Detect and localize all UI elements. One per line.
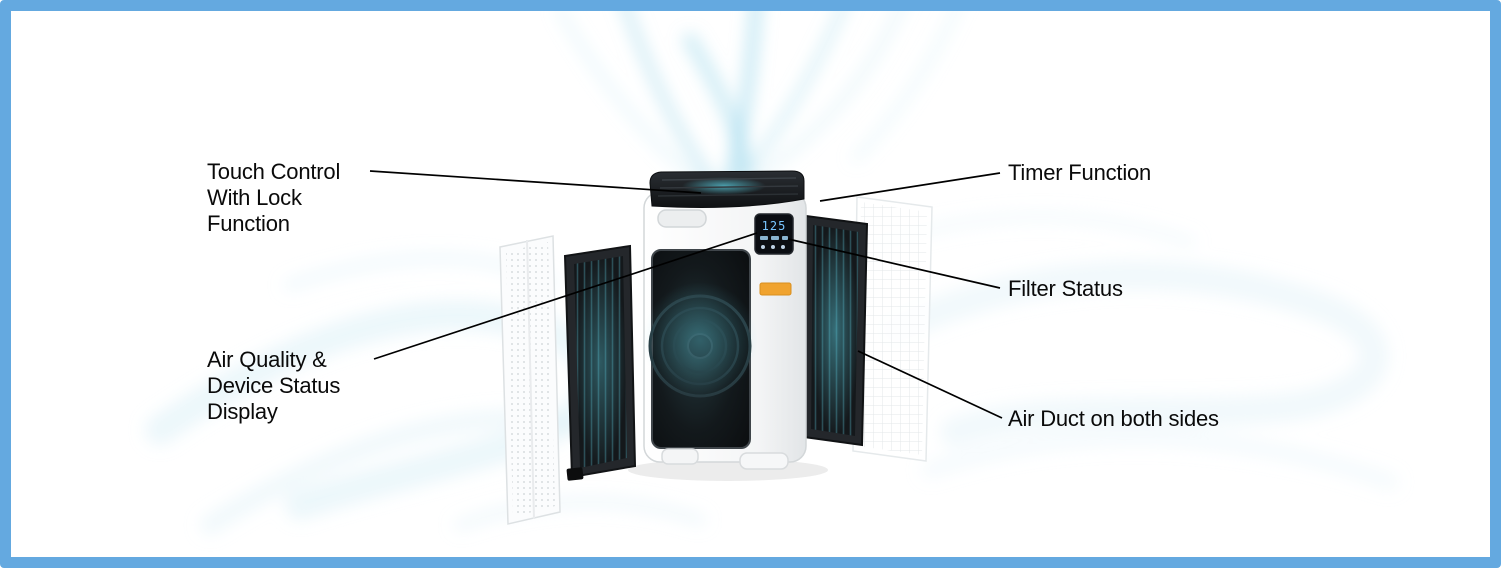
airflow-swirl-right <box>921 428 1399 491</box>
label-timer-function: Timer Function <box>1008 160 1152 185</box>
display-dot-icon <box>781 245 785 249</box>
label-line: Function <box>207 211 290 236</box>
airflow-swirl-right <box>880 260 1389 447</box>
label-air-quality-display: Air Quality & Device Status Display <box>207 347 340 425</box>
label-line: Display <box>207 399 278 424</box>
callout-line-touch-control <box>369 170 702 194</box>
airflow-streak <box>738 0 909 190</box>
airflow-swirl-left <box>453 495 707 532</box>
hepa-glow <box>574 256 627 468</box>
callout-line-filter-status <box>787 238 1001 289</box>
display-status-icon <box>771 236 779 240</box>
left-prefilter <box>499 235 561 525</box>
display-reading: 125 <box>762 219 787 233</box>
label-line: With Lock <box>207 185 302 210</box>
airflow-streak <box>682 32 753 178</box>
label-line: Touch Control <box>207 159 341 184</box>
display-dot-icon <box>771 245 775 249</box>
label-touch-control: Touch Control With Lock Function <box>207 159 340 237</box>
display-status-icon <box>782 236 788 240</box>
airflow-streak <box>851 0 966 163</box>
brand-badge <box>759 282 792 296</box>
grille-slat <box>661 177 797 181</box>
callout-lines <box>369 170 1003 419</box>
fan-cavity <box>642 249 758 449</box>
display-status-icon <box>760 236 768 240</box>
foot-right <box>739 452 789 470</box>
airflow-streak <box>723 0 763 187</box>
hepa-glow <box>811 225 859 436</box>
filter-tab <box>566 467 584 481</box>
right-prefilter <box>852 196 933 462</box>
label-line: Air Quality & <box>207 347 327 372</box>
right-hepa-filter <box>802 214 869 447</box>
callout-line-air-duct <box>857 350 1003 419</box>
grille-slat <box>659 185 799 189</box>
label-air-duct: Air Duct on both sides <box>1008 406 1219 431</box>
airflow-graphics <box>145 0 1399 535</box>
prefilter-grid <box>858 202 927 455</box>
control-display: 125 <box>754 213 794 255</box>
label-line: Device Status <box>207 373 341 398</box>
prefilter-fold <box>526 239 535 520</box>
grille-glow <box>682 177 766 195</box>
callout-line-air-quality <box>373 232 758 360</box>
purifier-body: 125 <box>642 170 807 470</box>
airflow-streak <box>617 0 718 188</box>
grille-slat <box>657 193 799 197</box>
cavity-glow <box>642 282 758 398</box>
foot-left <box>661 448 699 465</box>
carry-handle <box>657 209 707 228</box>
top-grille <box>649 170 805 208</box>
callout-line-timer <box>819 172 1001 202</box>
label-filter-status: Filter Status <box>1008 276 1123 301</box>
display-dot-icon <box>761 245 765 249</box>
air-purifier: 125 <box>499 170 933 525</box>
left-hepa-filter <box>563 244 637 481</box>
